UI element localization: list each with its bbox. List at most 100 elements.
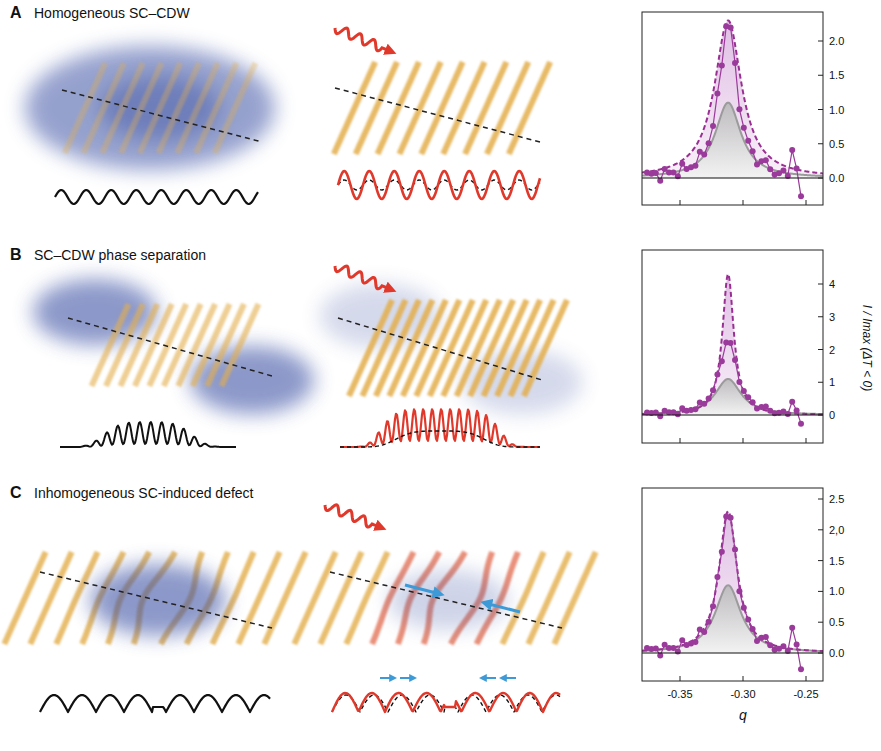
data-point — [798, 421, 804, 427]
data-point — [780, 643, 786, 649]
tick-label: -0.30 — [730, 688, 755, 701]
data-point — [701, 152, 707, 158]
data-point — [732, 547, 738, 553]
data-point — [732, 60, 738, 66]
data-point — [789, 399, 795, 405]
cut-line — [68, 318, 272, 376]
y-tick — [818, 284, 823, 285]
axis-title: q — [739, 707, 747, 723]
equilibrium-area — [642, 585, 823, 653]
data-point — [789, 147, 795, 153]
y-tick — [818, 143, 823, 144]
data-point — [692, 406, 698, 412]
data-point — [767, 642, 773, 648]
cdw-stripe — [509, 62, 550, 154]
data-point — [653, 170, 659, 176]
cdw-wave — [55, 190, 258, 204]
data-point — [710, 123, 716, 129]
sc-blob — [25, 46, 275, 170]
data-point — [714, 574, 720, 580]
shifted-wave — [332, 693, 560, 712]
zero-line — [642, 415, 823, 416]
data-point — [741, 125, 747, 131]
cut-line — [62, 90, 262, 142]
data-point — [679, 637, 685, 643]
data-point — [785, 411, 791, 417]
tick-label: 1.5 — [829, 554, 844, 567]
x-tick — [680, 200, 681, 205]
data-point — [706, 619, 712, 625]
y-tick — [818, 316, 823, 317]
y-tick — [818, 499, 823, 500]
data-point — [714, 90, 720, 96]
data-point — [706, 140, 712, 146]
cdw-stripe — [196, 63, 237, 153]
equilibrium-curve — [642, 379, 823, 414]
data-point — [763, 634, 769, 640]
data-point — [710, 387, 716, 393]
data-point — [728, 340, 734, 346]
data-point — [798, 193, 804, 199]
panel-letter: B — [10, 246, 22, 264]
photon-arrow — [335, 28, 392, 52]
x-tick — [743, 676, 744, 681]
y-tick — [818, 415, 823, 416]
data-point — [763, 157, 769, 163]
tick-label: 0 — [829, 409, 835, 422]
cdw-stripe — [177, 63, 218, 153]
plot-frame — [642, 488, 823, 681]
peak-plot — [642, 511, 823, 672]
cdw-stripe — [140, 63, 181, 153]
data-line — [647, 516, 801, 669]
peak-plot — [642, 274, 823, 427]
shift-arrow — [405, 585, 440, 594]
data-line — [647, 342, 801, 423]
y-tick — [818, 560, 823, 561]
data-point — [701, 629, 707, 635]
shift-arrow — [485, 603, 520, 612]
cdw-stripe — [84, 63, 125, 153]
cut-line — [40, 572, 272, 628]
x-tick — [743, 438, 744, 443]
data-point — [794, 166, 800, 172]
data-point — [675, 649, 681, 655]
reference-envelope — [340, 431, 540, 447]
data-point — [657, 178, 663, 184]
model-curve — [642, 274, 823, 414]
tick-label: 2 — [829, 343, 835, 356]
data-point — [798, 666, 804, 672]
data-point — [719, 358, 725, 364]
x-tick — [680, 676, 681, 681]
equilibrium-area — [642, 379, 823, 415]
plot-frame — [642, 250, 823, 443]
y-tick — [818, 75, 823, 76]
tick-label: -0.25 — [793, 688, 818, 701]
axis-title: I / Imax (ΔT < 0) — [859, 305, 873, 391]
cdw-stripe — [554, 552, 595, 644]
data-point — [780, 167, 786, 173]
plots — [642, 12, 824, 681]
cut-line — [338, 318, 542, 380]
data-point — [745, 617, 751, 623]
panel-letter: A — [10, 4, 22, 22]
data-point — [736, 379, 742, 385]
data-point — [745, 394, 751, 400]
photon-arrow — [335, 266, 392, 290]
data-point — [710, 603, 716, 609]
panel-title: Homogeneous SC–CDW — [34, 5, 190, 21]
data-point — [728, 515, 734, 521]
cdw-stripe — [465, 62, 506, 154]
data-point — [679, 161, 685, 167]
cdw-stripe — [102, 63, 143, 153]
y-tick — [818, 382, 823, 383]
cdw-stripe — [334, 62, 375, 154]
shift-arrow — [482, 677, 496, 679]
data-point — [750, 626, 756, 632]
y-tick — [818, 349, 823, 350]
y-tick — [818, 109, 823, 110]
data-point — [732, 357, 738, 363]
tick-label: 0.5 — [829, 616, 844, 629]
cdw-wave-packet — [60, 422, 236, 447]
panel-letter: C — [10, 484, 22, 502]
data-point — [701, 401, 707, 407]
